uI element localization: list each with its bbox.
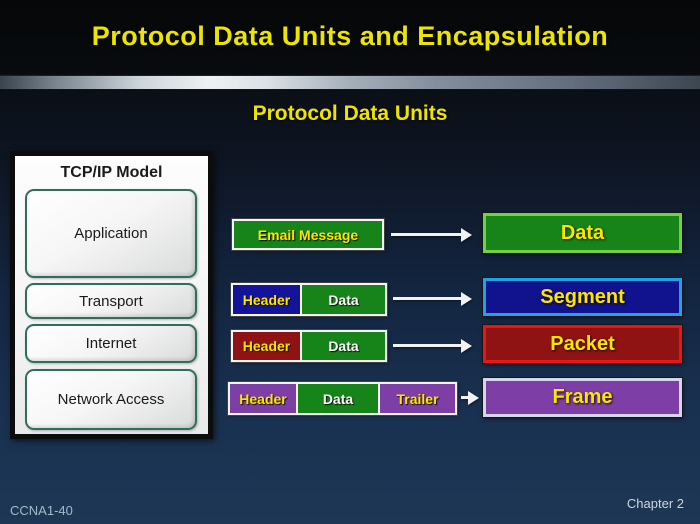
email-message-box: Email Message xyxy=(232,219,384,250)
footer-course-code: CCNA1-40 xyxy=(10,503,73,518)
packet-composition-box: Header Data xyxy=(231,330,387,362)
frame-composition-box: Header Data Trailer xyxy=(228,382,457,415)
arrow-right-icon xyxy=(393,297,461,300)
tcpip-model-panel: TCP/IP Model Application Transport Inter… xyxy=(10,151,213,439)
footer-chapter: Chapter 2 xyxy=(626,496,684,511)
tcpip-model-title: TCP/IP Model xyxy=(60,164,163,181)
arrow-right-icon xyxy=(461,396,468,399)
layer-network-access: Network Access xyxy=(25,369,197,430)
pdu-box-packet: Packet xyxy=(483,325,682,363)
layer-application: Application xyxy=(25,189,197,278)
frame-trailer-cell: Trailer xyxy=(380,384,455,413)
email-message-label: Email Message xyxy=(234,221,382,248)
segment-data-cell: Data xyxy=(302,285,385,314)
frame-header-cell: Header xyxy=(230,384,296,413)
layer-transport: Transport xyxy=(25,283,197,319)
slide-title: Protocol Data Units and Encapsulation xyxy=(91,21,609,51)
packet-header-cell: Header xyxy=(233,332,300,360)
frame-data-cell: Data xyxy=(298,384,378,413)
packet-data-cell: Data xyxy=(302,332,385,360)
pdu-box-frame: Frame xyxy=(483,378,682,417)
pdu-box-segment: Segment xyxy=(483,278,682,316)
metal-divider-bar xyxy=(0,75,700,90)
arrow-right-icon xyxy=(393,344,461,347)
segment-header-cell: Header xyxy=(233,285,300,314)
arrow-right-icon xyxy=(391,233,461,236)
layer-internet: Internet xyxy=(25,324,197,363)
pdu-box-data: Data xyxy=(483,213,682,253)
segment-composition-box: Header Data xyxy=(231,283,387,316)
slide-subtitle: Protocol Data Units xyxy=(252,102,448,125)
